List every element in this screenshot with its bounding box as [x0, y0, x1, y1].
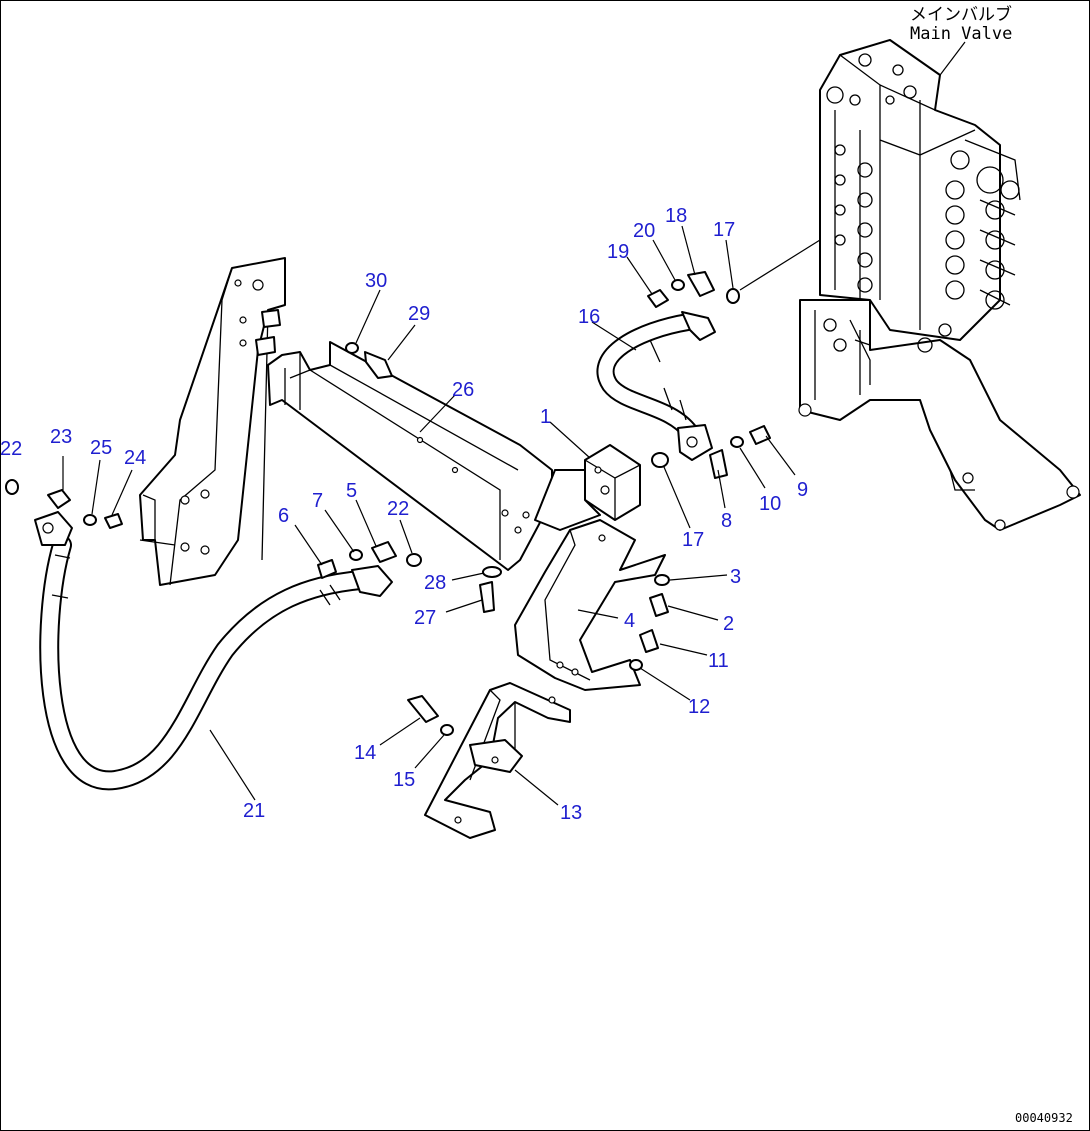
small-parts — [5, 271, 771, 736]
hose-16 — [596, 311, 716, 461]
callout-20: 20 — [633, 220, 655, 242]
left-bracket — [139, 257, 286, 586]
callout-19: 19 — [607, 241, 629, 263]
callout-21: 21 — [243, 800, 265, 822]
callout-30: 30 — [365, 270, 387, 292]
main-valve — [798, 39, 1081, 531]
callout-12: 12 — [688, 696, 710, 718]
callout-6: 6 — [278, 505, 289, 527]
callout-11: 11 — [708, 650, 729, 672]
callout-28: 28 — [424, 572, 446, 594]
block — [534, 444, 641, 531]
callout-22-left: 22 — [0, 438, 22, 460]
callout-22-mid: 22 — [387, 498, 409, 520]
callout-5: 5 — [346, 480, 357, 502]
callout-4: 4 — [624, 610, 635, 632]
cross-beam — [267, 341, 553, 571]
callouts: 1 2 3 4 5 6 7 8 9 10 11 12 13 14 15 16 1… — [0, 205, 808, 824]
callout-3: 3 — [730, 566, 741, 588]
callout-1: 1 — [540, 406, 551, 428]
bracket-plate — [514, 519, 666, 691]
callout-26: 26 — [452, 379, 474, 401]
callout-23: 23 — [50, 426, 72, 448]
main-valve-label-jp: メインバルブ — [910, 4, 1012, 25]
callout-29: 29 — [408, 303, 430, 325]
callout-8: 8 — [721, 510, 732, 532]
callout-18: 18 — [665, 205, 687, 227]
hose-21 — [34, 511, 393, 791]
callout-2: 2 — [723, 613, 734, 635]
lower-bracket — [424, 682, 571, 839]
callout-7: 7 — [312, 490, 323, 512]
callout-25: 25 — [90, 437, 112, 459]
main-valve-label-en: Main Valve — [910, 24, 1012, 44]
callout-17-lower: 17 — [682, 529, 704, 551]
document-id: 00040932 — [1015, 1111, 1073, 1125]
callout-15: 15 — [393, 769, 415, 791]
leader-lines — [62, 225, 821, 806]
callout-9: 9 — [797, 479, 808, 501]
callout-17-upper: 17 — [713, 219, 735, 241]
callout-10: 10 — [759, 493, 781, 515]
callout-14: 14 — [354, 742, 376, 764]
callout-27: 27 — [414, 607, 436, 629]
callout-13: 13 — [560, 802, 582, 824]
callout-24: 24 — [124, 447, 146, 469]
callout-16: 16 — [578, 306, 600, 328]
